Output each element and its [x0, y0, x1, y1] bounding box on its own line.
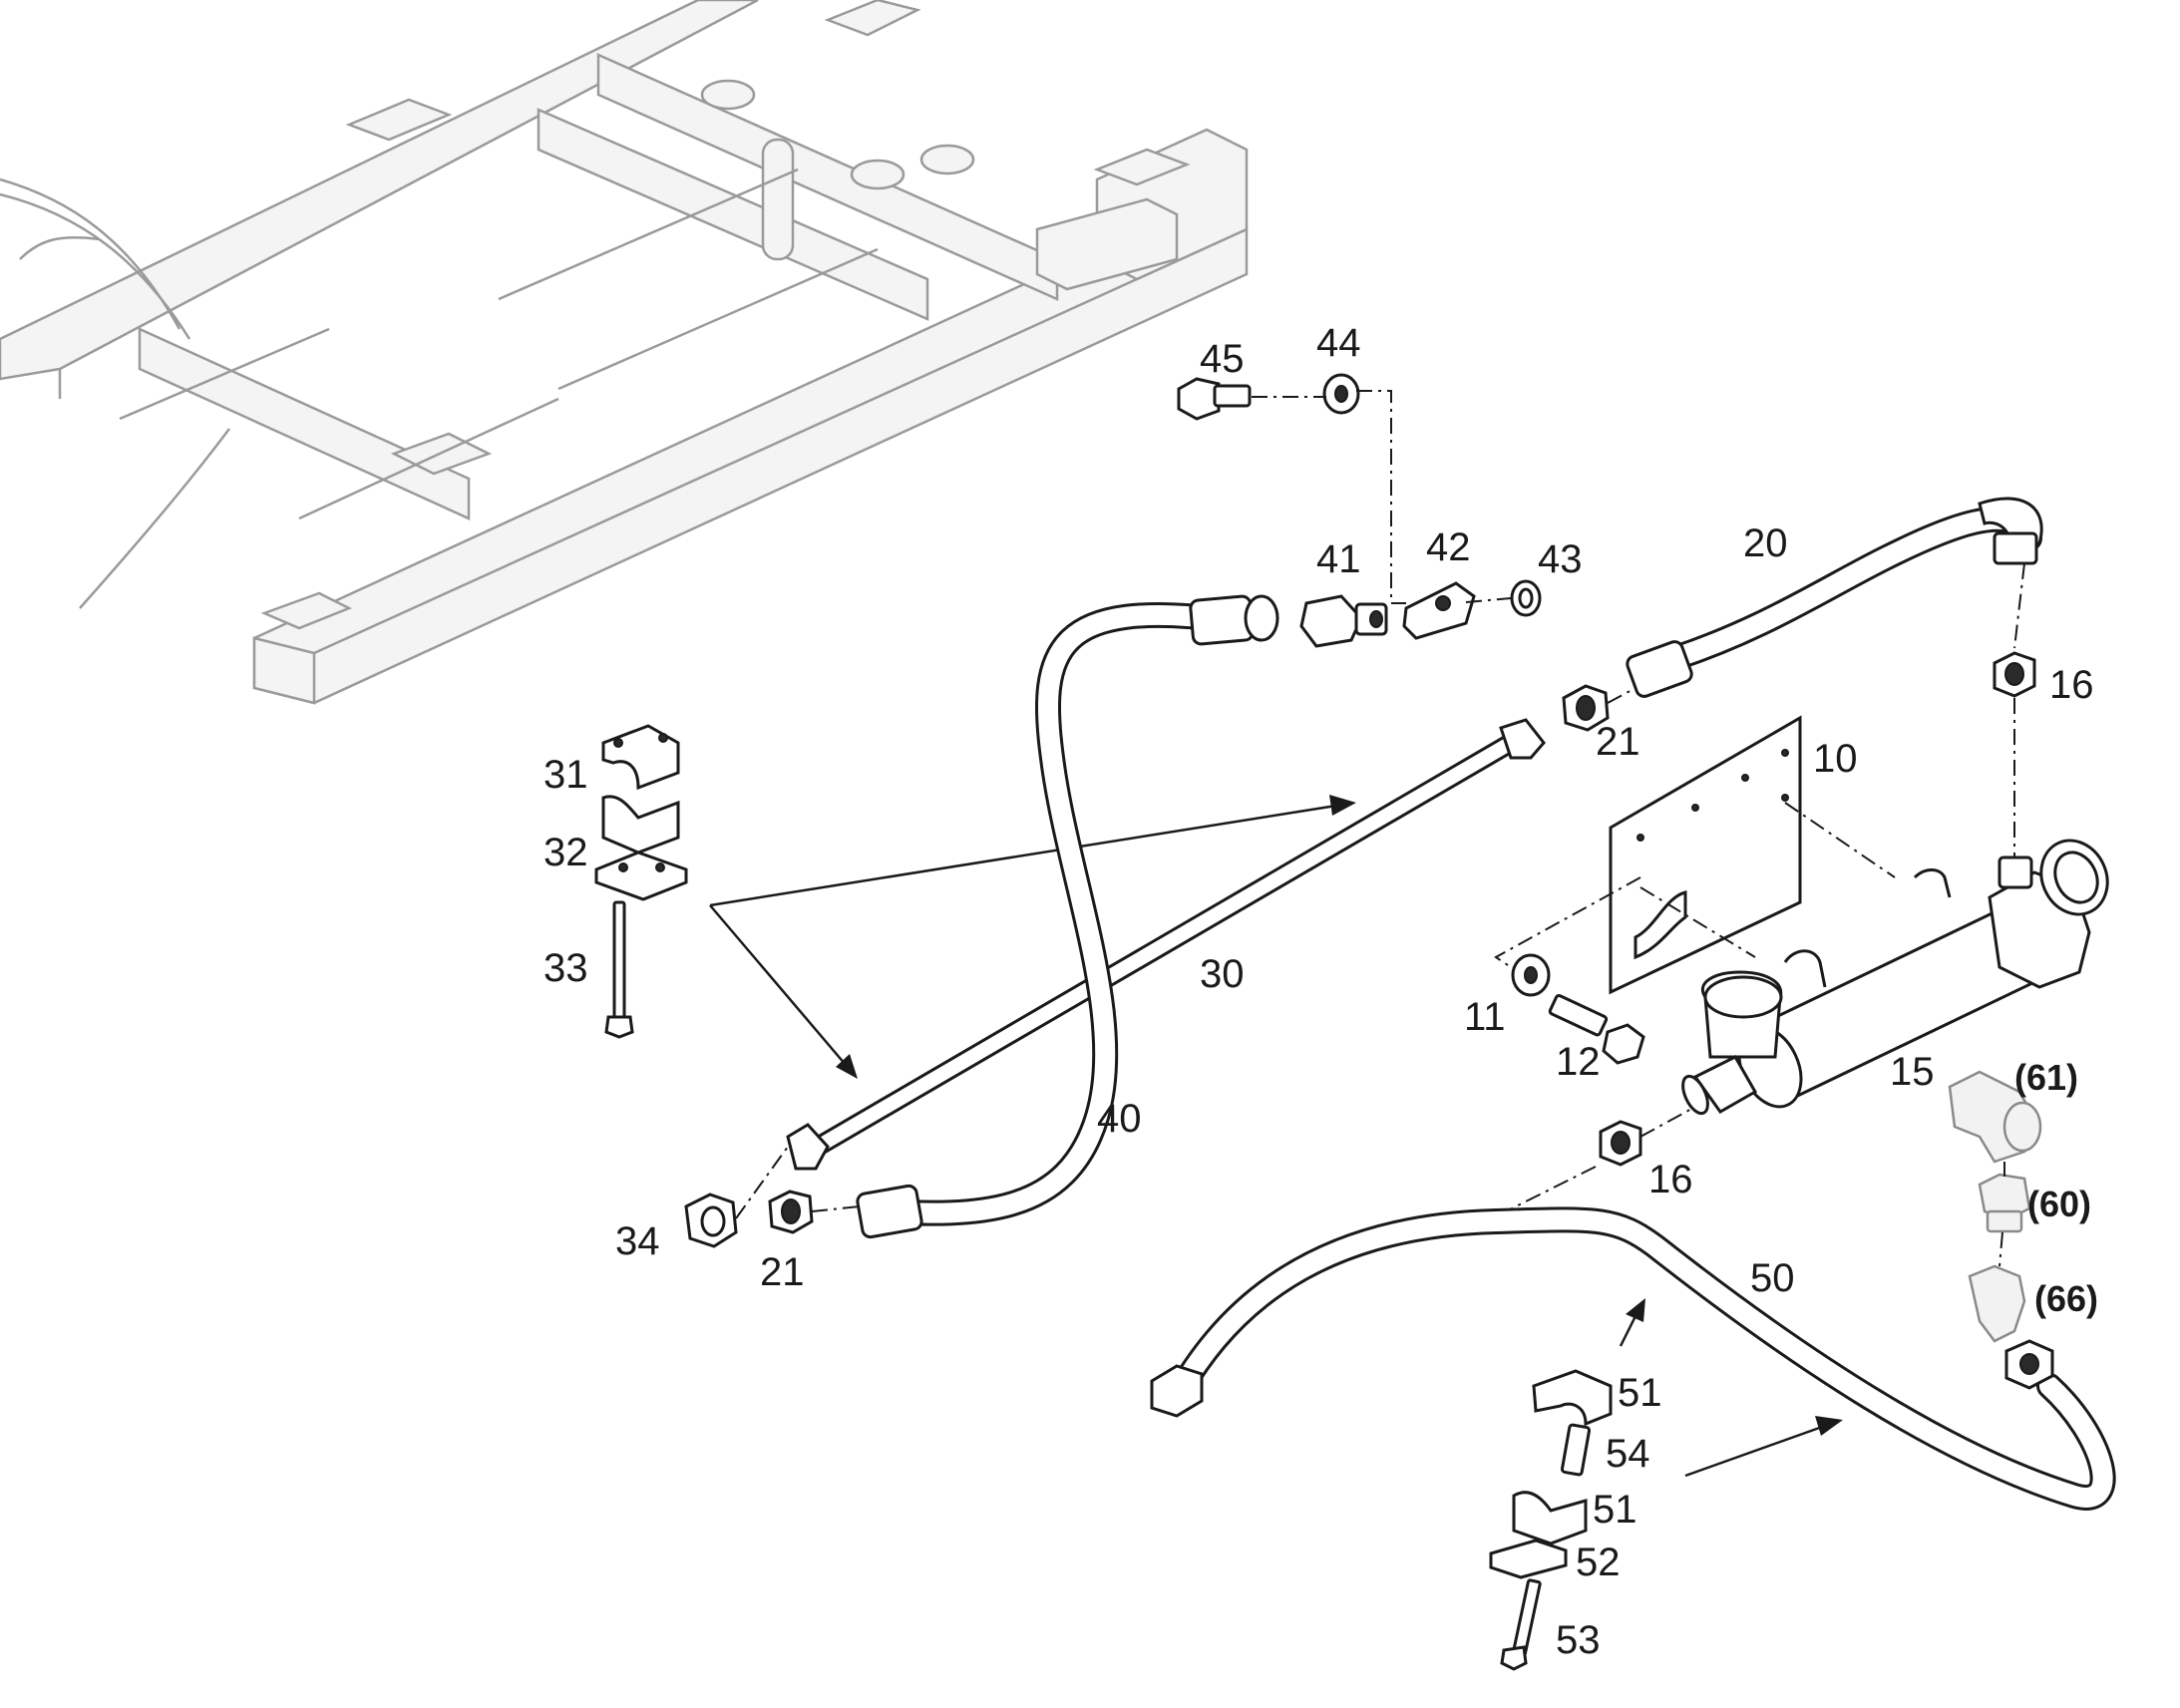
- label-20: 20: [1743, 521, 1788, 565]
- label-31: 31: [544, 753, 588, 797]
- dash-21-upper: [1607, 687, 1636, 704]
- hose-40: [856, 594, 1279, 1239]
- part-labels: 10 11 12 15 16 16 20 21 21 30 31 32 33 3…: [544, 321, 2098, 1662]
- label-41: 41: [1316, 537, 1361, 581]
- label-40: 40: [1097, 1097, 1142, 1141]
- label-33: 33: [544, 946, 588, 990]
- label-61: (61): [2014, 1057, 2078, 1098]
- label-60: (60): [2027, 1184, 2091, 1224]
- plate-52: [1489, 1538, 1568, 1579]
- nut-34: [684, 1193, 738, 1248]
- label-52: 52: [1576, 1540, 1621, 1584]
- dash-34-pipe: [735, 1146, 789, 1219]
- clamp-bottom-31: [601, 795, 680, 854]
- pipe-30: [786, 718, 1546, 1171]
- label-21-lower: 21: [760, 1250, 805, 1294]
- label-44: 44: [1316, 321, 1361, 365]
- dash-10-12: [1639, 886, 1756, 958]
- dash-42-43: [1465, 597, 1512, 603]
- nut-21-lower: [768, 1190, 814, 1234]
- label-54: 54: [1606, 1432, 1650, 1476]
- label-51-top: 51: [1618, 1371, 1662, 1415]
- bracket-42: [1402, 581, 1476, 640]
- mounting-plate-10: [1609, 715, 1802, 995]
- dash-60-66: [1998, 1231, 2003, 1267]
- nut-16-lower: [1599, 1120, 1642, 1167]
- hose-50: [1150, 1206, 2116, 1511]
- label-21-upper: 21: [1596, 720, 1640, 764]
- label-32: 32: [544, 831, 588, 874]
- clamp-top-31: [601, 724, 680, 791]
- label-11: 11: [1464, 995, 1506, 1039]
- nut-21-upper: [1562, 684, 1610, 732]
- arrow-51-up: [1619, 1298, 1645, 1347]
- washer-43: [1510, 579, 1542, 617]
- label-50: 50: [1750, 1256, 1795, 1300]
- dash-16-upper: [2013, 562, 2025, 649]
- heat-exchanger-15: [1681, 839, 2109, 1116]
- hose-20: [1626, 497, 2043, 698]
- arrow-51-right: [1684, 1416, 1843, 1478]
- clamp-bottom-51: [1512, 1491, 1588, 1545]
- label-34: 34: [615, 1219, 660, 1263]
- label-66: (66): [2034, 1278, 2098, 1319]
- dash-16-lower: [1639, 1106, 1696, 1138]
- label-43: 43: [1538, 537, 1583, 581]
- plate-32: [594, 851, 688, 901]
- dash-21-hose: [811, 1205, 861, 1212]
- label-15: 15: [1890, 1050, 1935, 1094]
- label-10: 10: [1813, 737, 1858, 781]
- dash-hose50: [1505, 1166, 1597, 1212]
- washer-44: [1322, 373, 1360, 415]
- nut-16-upper: [1993, 651, 2036, 698]
- fitting-41: [1299, 594, 1388, 648]
- chassis-frame: [0, 0, 1249, 705]
- label-16-lower: 16: [1648, 1158, 1693, 1201]
- elbow-61: [1948, 1070, 2042, 1164]
- bolt-12: [1548, 994, 1645, 1065]
- bolt-33: [604, 900, 634, 1039]
- clamp-leader-arrows: [709, 795, 1356, 1079]
- elbow-66: [1968, 1264, 2026, 1343]
- label-53: 53: [1556, 1618, 1601, 1662]
- bolt-45: [1177, 377, 1252, 421]
- label-16-upper: 16: [2049, 663, 2094, 707]
- dash-10-hx: [1784, 802, 1896, 878]
- label-51-bottom: 51: [1593, 1488, 1637, 1532]
- label-42: 42: [1426, 525, 1471, 569]
- adapter-60: [1978, 1173, 2031, 1233]
- bolt-53: [1500, 1578, 1542, 1671]
- label-45: 45: [1200, 337, 1245, 381]
- clamp-top-51: [1532, 1369, 1613, 1427]
- spacer-54: [1560, 1423, 1592, 1477]
- washer-11: [1511, 953, 1551, 997]
- label-12: 12: [1556, 1040, 1601, 1084]
- label-30: 30: [1200, 952, 1245, 996]
- dash-44-42: [1356, 390, 1406, 604]
